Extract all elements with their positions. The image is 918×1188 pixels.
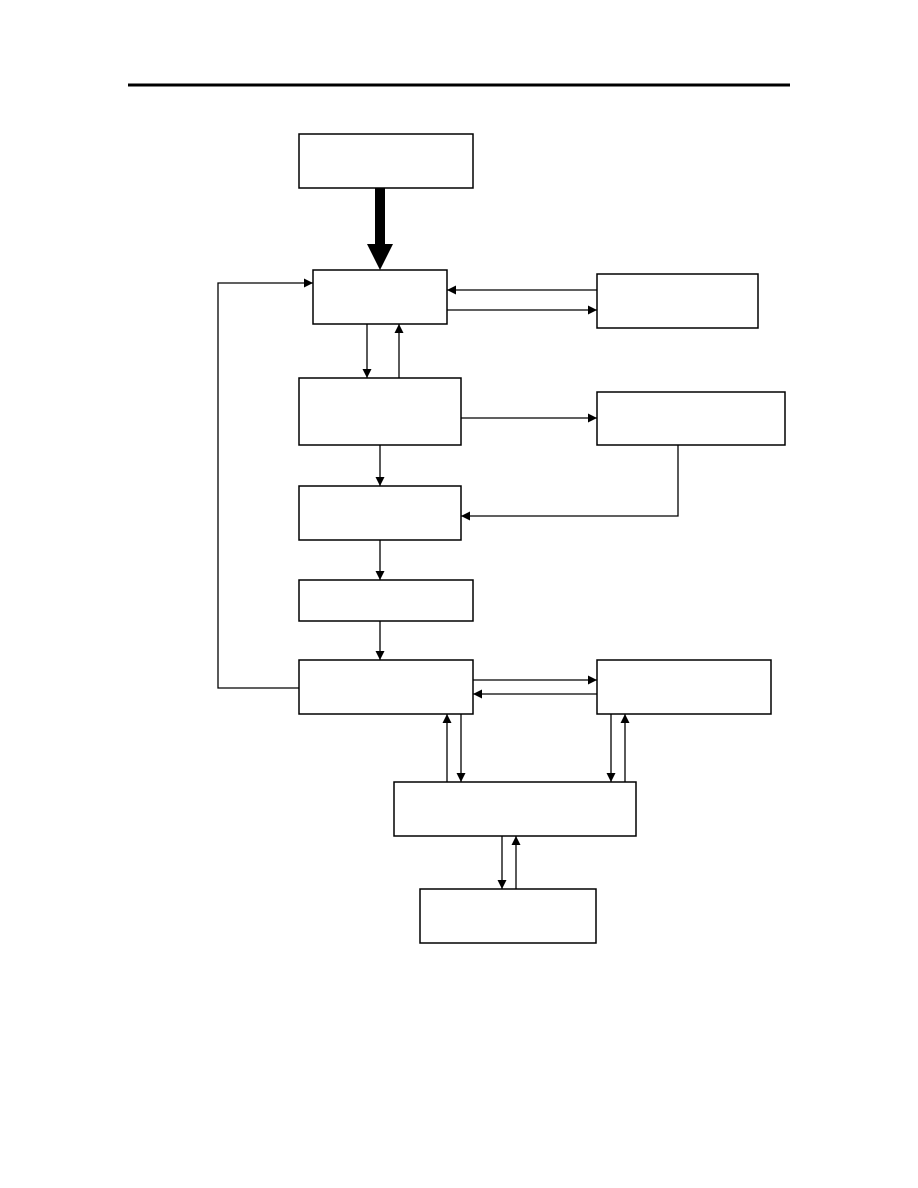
box-top <box>298 133 474 189</box>
box-6 <box>298 659 474 715</box>
box-right-1 <box>596 273 759 329</box>
box-bottom <box>419 888 597 944</box>
thick-arrow-head <box>367 244 393 270</box>
box-3 <box>298 377 462 446</box>
box-5 <box>298 579 474 622</box>
box-4 <box>298 485 462 541</box>
box-right-3 <box>596 659 772 715</box>
box-right-2 <box>596 391 786 446</box>
box-2 <box>312 269 448 325</box>
box-wide <box>393 781 637 837</box>
arrow-right2-to-box4 <box>461 445 679 521</box>
thick-arrow-shaft <box>375 188 385 244</box>
arrow-box6-loop-to-box2 <box>217 278 313 689</box>
